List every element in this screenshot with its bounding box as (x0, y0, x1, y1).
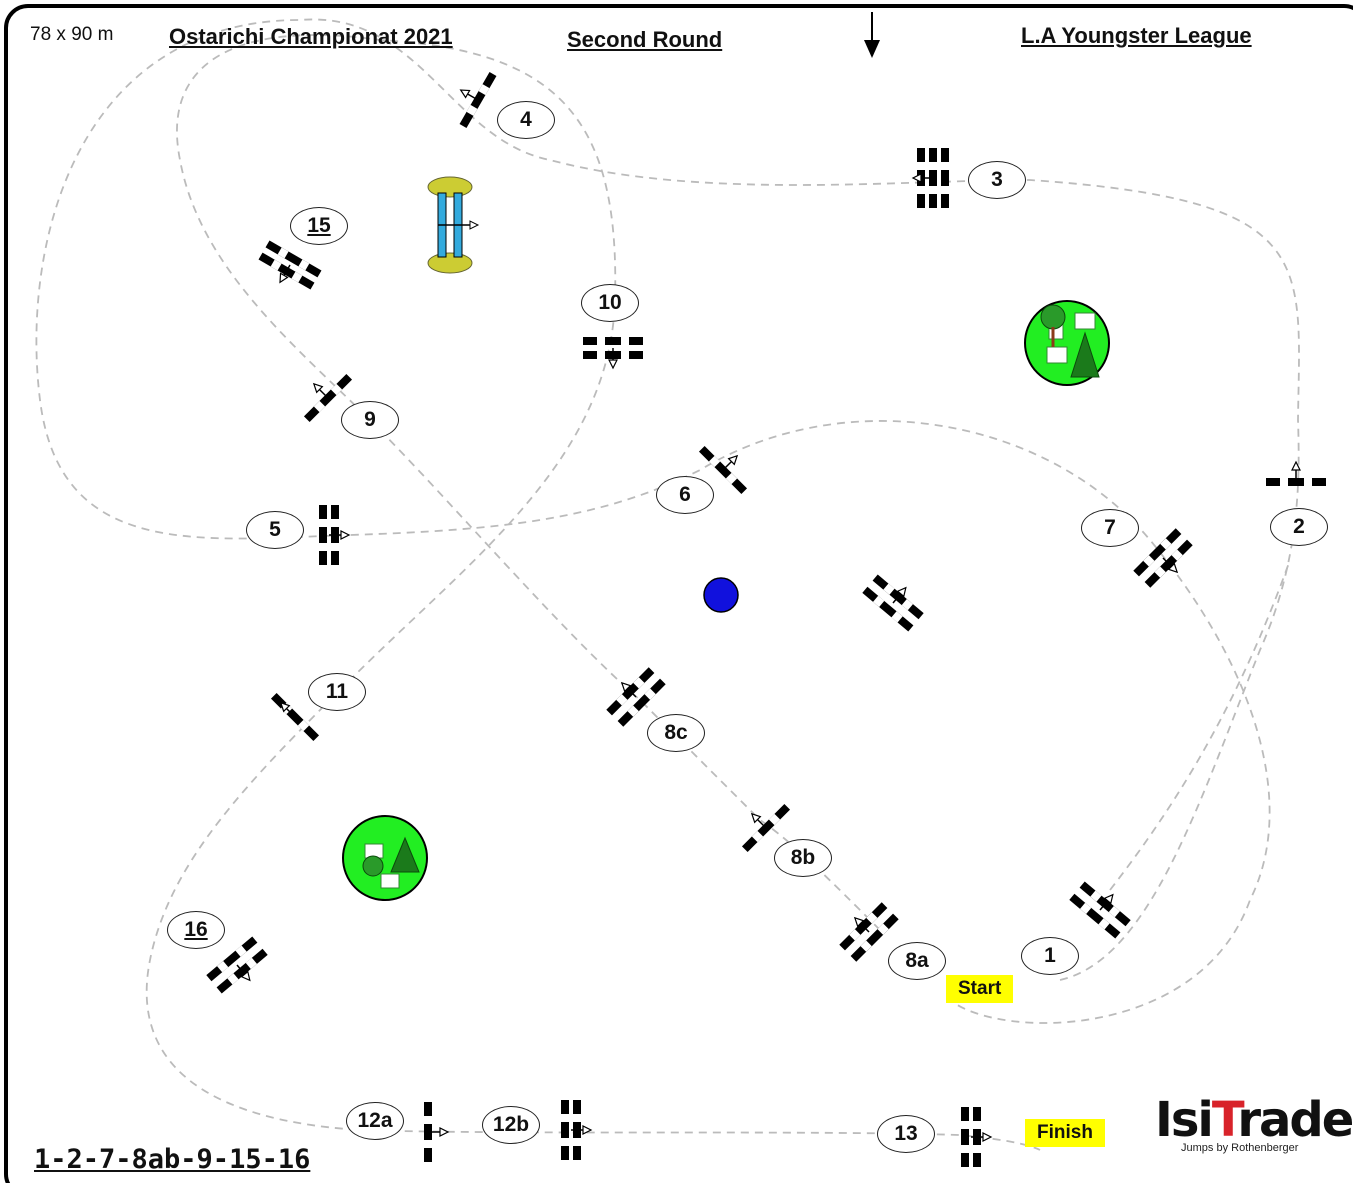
event-title: Ostarichi Championat 2021 (169, 24, 453, 49)
obstacle-1 (1069, 881, 1131, 939)
league-title: L.A Youngster League (1021, 23, 1252, 48)
label-5: 5 (246, 511, 304, 549)
obstacle-12b (561, 1100, 592, 1160)
obstacle-3 (912, 148, 949, 208)
label-8b: 8b (774, 839, 832, 877)
center-marker (703, 577, 739, 613)
label-9: 9 (341, 401, 399, 439)
obstacle-4 (457, 72, 497, 128)
label-16: 16 (167, 911, 225, 949)
course-path-3 (145, 34, 1041, 1151)
obstacle-15 (258, 240, 322, 290)
logo-tagline: Jumps by Rothenberger (1181, 1142, 1299, 1154)
label-8c: 8c (647, 714, 705, 752)
label-11: 11 (308, 673, 366, 711)
label-12b: 12b (482, 1106, 540, 1144)
obstacle-16 (206, 936, 268, 994)
tree-island-north (1024, 300, 1110, 386)
water-jump (427, 176, 480, 274)
arena-dimensions: 78 x 90 m (30, 24, 114, 45)
course-path (35, 18, 1300, 1024)
obstacle-8b (741, 803, 791, 853)
label-10: 10 (581, 284, 639, 322)
label-2: 2 (1270, 508, 1328, 546)
label-12a: 12a (346, 1102, 404, 1140)
obstacle-2 (1266, 461, 1326, 486)
obstacle-5 (319, 505, 350, 565)
obstacle-8a (839, 902, 899, 962)
tree-island-south (342, 815, 428, 901)
obstacle-12a (424, 1102, 449, 1162)
label-8a: 8a (888, 942, 946, 980)
label-6: 6 (656, 476, 714, 514)
label-15: 15 (290, 207, 348, 245)
label-1: 1 (1021, 937, 1079, 975)
obstacle-10 (583, 337, 643, 369)
label-3: 3 (968, 161, 1026, 199)
course-path-2 (1109, 559, 1291, 891)
label-7: 7 (1081, 509, 1139, 547)
round-title: Second Round (567, 27, 723, 52)
arena-border (4, 4, 1353, 1183)
sponsor-logo: IsiTrade Jumps by Rothenberger (1155, 1092, 1353, 1154)
logo-wordmark: IsiTrade (1155, 1092, 1353, 1148)
obstacle-13 (961, 1107, 992, 1167)
north-arrow (864, 12, 880, 58)
label-13: 13 (877, 1115, 935, 1153)
finish-marker: Finish (1025, 1119, 1105, 1147)
obstacle-7b (862, 574, 924, 632)
label-4: 4 (497, 101, 555, 139)
start-marker: Start (946, 975, 1014, 1003)
jump-off-sequence: 1-2-7-8ab-9-15-16 (34, 1144, 311, 1175)
obstacle-7 (1133, 528, 1193, 588)
